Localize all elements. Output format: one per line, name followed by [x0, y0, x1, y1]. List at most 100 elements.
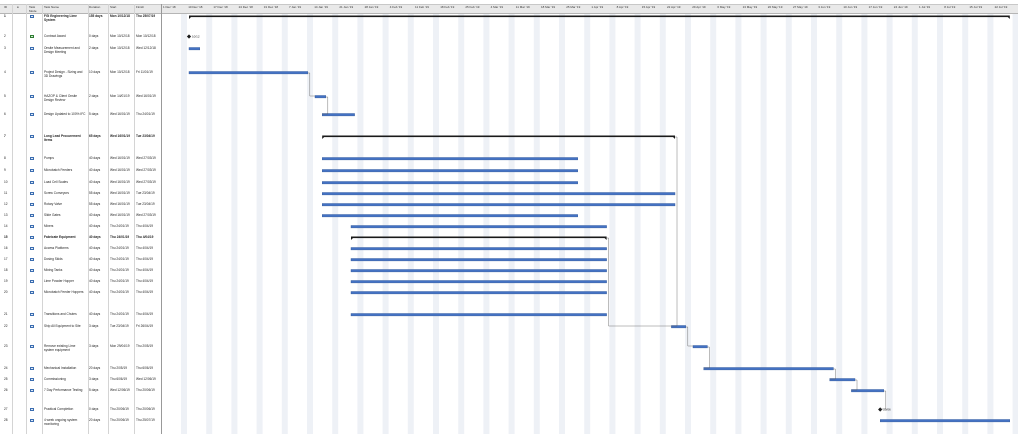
weekend-shade: [987, 14, 994, 434]
task-start: Mon 10/12/18: [110, 14, 130, 18]
timescale-week: 11 Feb '19: [415, 5, 429, 9]
task-name: Lime Powder Hopper: [44, 279, 74, 283]
task-name: Dosing Skids: [44, 257, 63, 261]
task-name: Rotary Valve: [44, 202, 63, 206]
auto-schedule-icon: [30, 345, 34, 348]
task-finish: Thu 20/06/19: [136, 388, 155, 392]
weekend-shade: [357, 14, 364, 434]
dependency-link: [703, 346, 710, 369]
col-mode[interactable]: Task Mode: [29, 5, 37, 13]
timescale-week: 11 Mar '19: [515, 5, 530, 9]
timescale-week: 22 Jul '19: [994, 5, 1008, 9]
dependency-link: [322, 96, 329, 115]
task-bar: [314, 95, 327, 99]
task-bar: [350, 280, 607, 284]
task-start: Wed 12/06/19: [110, 388, 130, 392]
task-start: Mon 10/12/18: [110, 46, 130, 50]
task-name: Onsite Measurement and Design Meeting: [44, 46, 80, 54]
task-finish: Thu 6/06/19: [136, 366, 154, 370]
task-start: Thu 24/01/19: [110, 290, 129, 294]
task-name: Fabricate Equipment: [44, 235, 76, 239]
auto-schedule-icon: [30, 214, 34, 217]
col-start[interactable]: Start: [110, 5, 117, 9]
auto-schedule-icon: [30, 378, 34, 381]
task-id: 6: [4, 112, 6, 116]
task-duration: 20 days: [89, 366, 101, 370]
task-duration: 2 days: [89, 94, 99, 98]
task-start: Mon 29/04/19: [110, 344, 130, 348]
col-finish[interactable]: Finish: [136, 5, 145, 9]
timescale-week: 15 Jul '19: [969, 5, 983, 9]
dependency-link: [307, 72, 315, 97]
task-finish: Thu 25/07/19: [136, 14, 156, 18]
timescale-week: 1 Dec '18: [163, 5, 176, 9]
auto-schedule-icon: [30, 313, 34, 316]
col-duration[interactable]: Duration: [89, 5, 101, 9]
task-bar: [880, 419, 1011, 423]
weekend-shade: [407, 14, 414, 434]
timescale-week: 13 May '19: [742, 5, 758, 9]
col-indicator-icon[interactable]: ●: [17, 5, 19, 9]
auto-schedule-icon: [30, 47, 34, 50]
task-id: 11: [4, 191, 8, 195]
timescale-week: 10 Dec '18: [188, 5, 203, 9]
task-name: Contract Award: [44, 34, 66, 38]
timescale-week: 22 Apr '19: [667, 5, 681, 9]
auto-schedule-icon: [30, 389, 34, 392]
milestone-label: 20/06: [883, 408, 891, 412]
task-bar: [350, 291, 607, 295]
weekend-shade: [483, 14, 490, 434]
task-bar: [851, 389, 885, 393]
summary-cap: [604, 238, 607, 240]
task-duration: 2 days: [89, 46, 99, 50]
timescale-week: 3 Jun '19: [818, 5, 831, 9]
weekend-shade: [735, 14, 742, 434]
dependency-link: [685, 326, 693, 347]
summary-bar: [189, 15, 1010, 18]
dependency-link: [829, 368, 836, 380]
task-duration: 3 days: [89, 377, 99, 381]
task-finish: Wed 12/12/18: [136, 46, 156, 50]
task-id: 23: [4, 344, 8, 348]
auto-schedule-icon: [30, 169, 34, 172]
task-start: Wed 16/01/19: [110, 168, 130, 172]
task-finish: Thu 20/06/19: [136, 407, 155, 411]
task-finish: Thu 4/04/19: [136, 312, 154, 316]
task-duration: 65 days: [89, 134, 101, 138]
timescale-week: 15 Apr '19: [641, 5, 656, 9]
timescale-week: 4 Feb '19: [389, 5, 403, 9]
task-finish: Wed 16/01/19: [136, 94, 156, 98]
col-name[interactable]: Task Name: [44, 5, 60, 9]
task-start: Wed 16/01/19: [110, 180, 130, 184]
weekend-shade: [609, 14, 616, 434]
col-id[interactable]: ID: [4, 5, 7, 9]
